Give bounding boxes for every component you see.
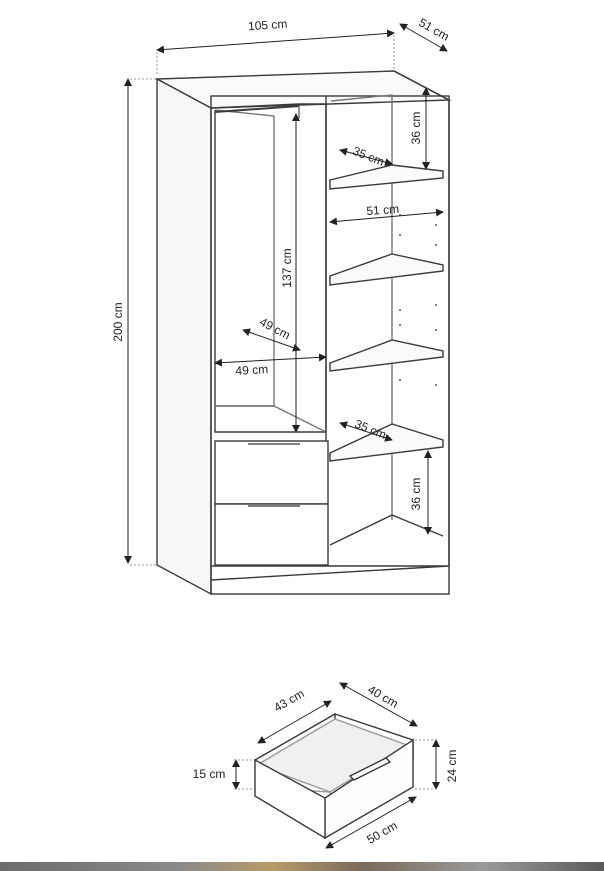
hanging-rail [214,105,300,113]
drawer-handle [348,757,392,781]
right-floor [329,514,444,546]
drawer-top [214,440,329,505]
wardrobe-dimension-labels: 105 cm 51 cm 200 cm 137 cm 49 cm 49 cm 5… [111,15,452,510]
dim-bottom-compartment-height-label: 36 cm [409,478,423,511]
dim-hanging-width-label: 49 cm [235,362,268,378]
shelf-3 [329,339,444,372]
drawer-left-face [254,758,326,840]
wardrobe-left-side [156,77,212,596]
drawer-front-height-label: 24 cm [445,750,459,783]
dim-width-label: 105 cm [248,17,288,34]
drawer-width-label: 50 cm [364,818,399,846]
drawer-dimension-lines [232,682,440,849]
wardrobe-dimension-lines [124,23,448,566]
dim-hanging-height-label: 137 cm [280,248,294,287]
hanging-compartment [210,103,327,433]
hanging-floor [215,405,327,433]
drawer-side-depth-label: 43 cm [271,686,306,714]
plinth [210,565,450,581]
dim-depth-label: 51 cm [416,15,451,43]
drawer-side-height-label: 15 cm [193,767,226,781]
dim-hanging-depth-label: 49 cm [257,315,292,343]
dim-height-label: 200 cm [111,302,125,341]
photo-strip [0,862,604,871]
wardrobe-drawing [154,70,452,596]
shelf-2 [329,253,444,286]
dim-top-shelf-depth-label: 35 cm [351,144,387,169]
dim-shelf-width-label: 51 cm [366,202,400,218]
drawer-bottom [214,503,329,566]
right-back [330,94,393,520]
wardrobe-front-frame [210,95,450,595]
shelf-1 [329,164,444,190]
dim-top-compartment-height-label: 36 cm [409,112,423,145]
